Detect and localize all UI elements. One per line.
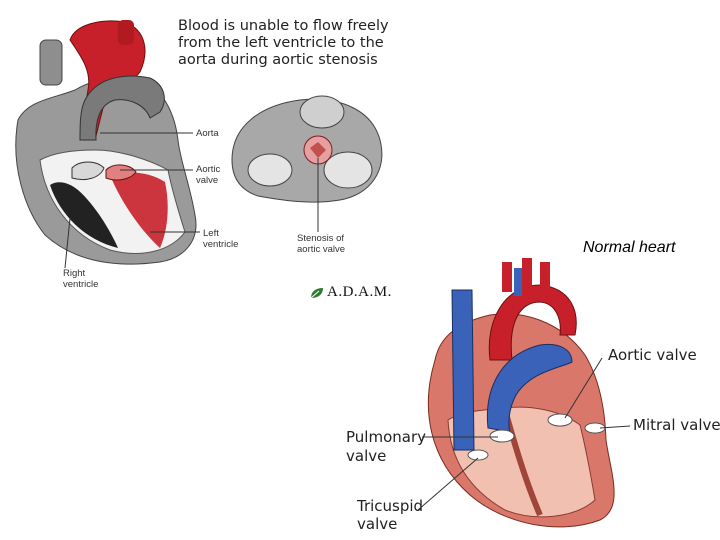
label-tricuspid-valve-line2: valve (357, 515, 397, 534)
label-mitral-valve: Mitral valve (633, 416, 720, 435)
label-pulmonary-valve-line1: Pulmonary (346, 428, 426, 447)
label-aortic-valve: Aortic valve (608, 346, 697, 365)
label-stenosis-line2: aortic valve (297, 244, 345, 255)
caption-line: aorta during aortic stenosis (178, 52, 388, 69)
label-aortic-valve-line1: Aortic (196, 164, 220, 175)
normal-heart-title: Normal heart (583, 239, 675, 257)
valve-cross-section-illustration (232, 96, 382, 202)
caption-line: from the left ventricle to the (178, 35, 388, 52)
label-right-ventricle-line1: Right (63, 268, 85, 279)
label-right-ventricle-line2: ventricle (63, 279, 98, 290)
label-stenosis-line1: Stenosis of (297, 233, 344, 244)
stenosis-caption: Blood is unable to flow freely from the … (178, 18, 388, 69)
label-left-ventricle-line1: Left (203, 228, 219, 239)
adam-logo: A.D.A.M. (309, 284, 392, 301)
stenosis-heart-illustration (16, 20, 196, 264)
adam-logo-text: A.D.A.M. (327, 284, 392, 301)
label-tricuspid-valve-line1: Tricuspid (357, 497, 423, 516)
label-pulmonary-valve-line2: valve (346, 447, 386, 466)
label-left-ventricle-line2: ventricle (203, 239, 238, 250)
label-aorta: Aorta (196, 128, 219, 139)
label-aortic-valve-line2: valve (196, 175, 218, 186)
leaf-icon (309, 286, 325, 300)
caption-line: Blood is unable to flow freely (178, 18, 388, 35)
normal-heart-illustration (428, 258, 614, 527)
